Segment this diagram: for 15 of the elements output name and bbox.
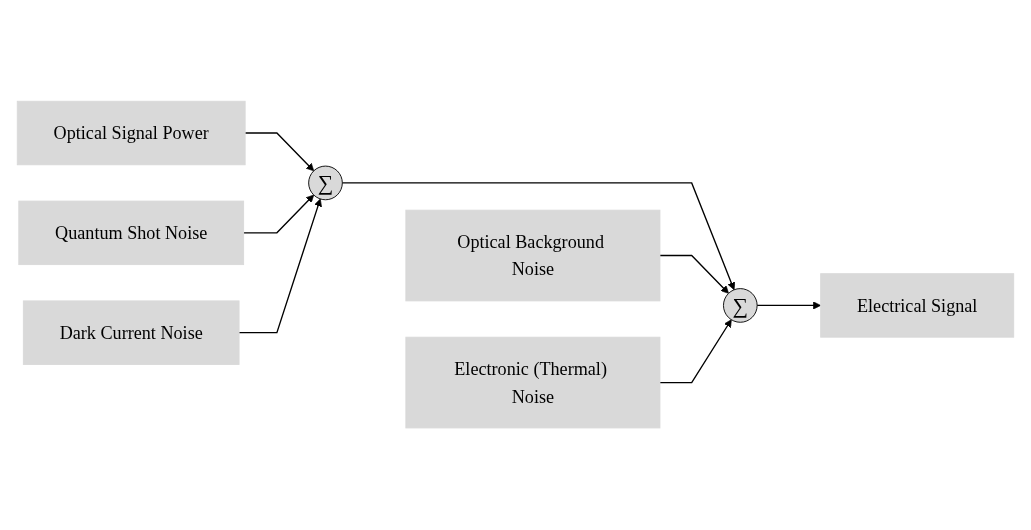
node-box: Quantum Shot Noise <box>18 201 245 266</box>
node-box: Electronic (Thermal) Noise <box>405 337 661 429</box>
node-box: Optical Signal Power <box>16 101 246 166</box>
node-circle: ∑ <box>308 166 343 201</box>
arrow <box>756 301 821 310</box>
arrow <box>238 198 322 334</box>
node-circle: ∑ <box>723 288 758 324</box>
node-box: Electrical Signal <box>820 273 1015 339</box>
node-box: Dark Current Noise <box>22 300 240 366</box>
arrow <box>659 255 729 295</box>
arrow <box>242 195 315 234</box>
arrow <box>659 319 732 384</box>
arrow <box>341 182 736 291</box>
node-box: Optical Background Noise <box>405 210 661 302</box>
arrow <box>244 132 315 172</box>
